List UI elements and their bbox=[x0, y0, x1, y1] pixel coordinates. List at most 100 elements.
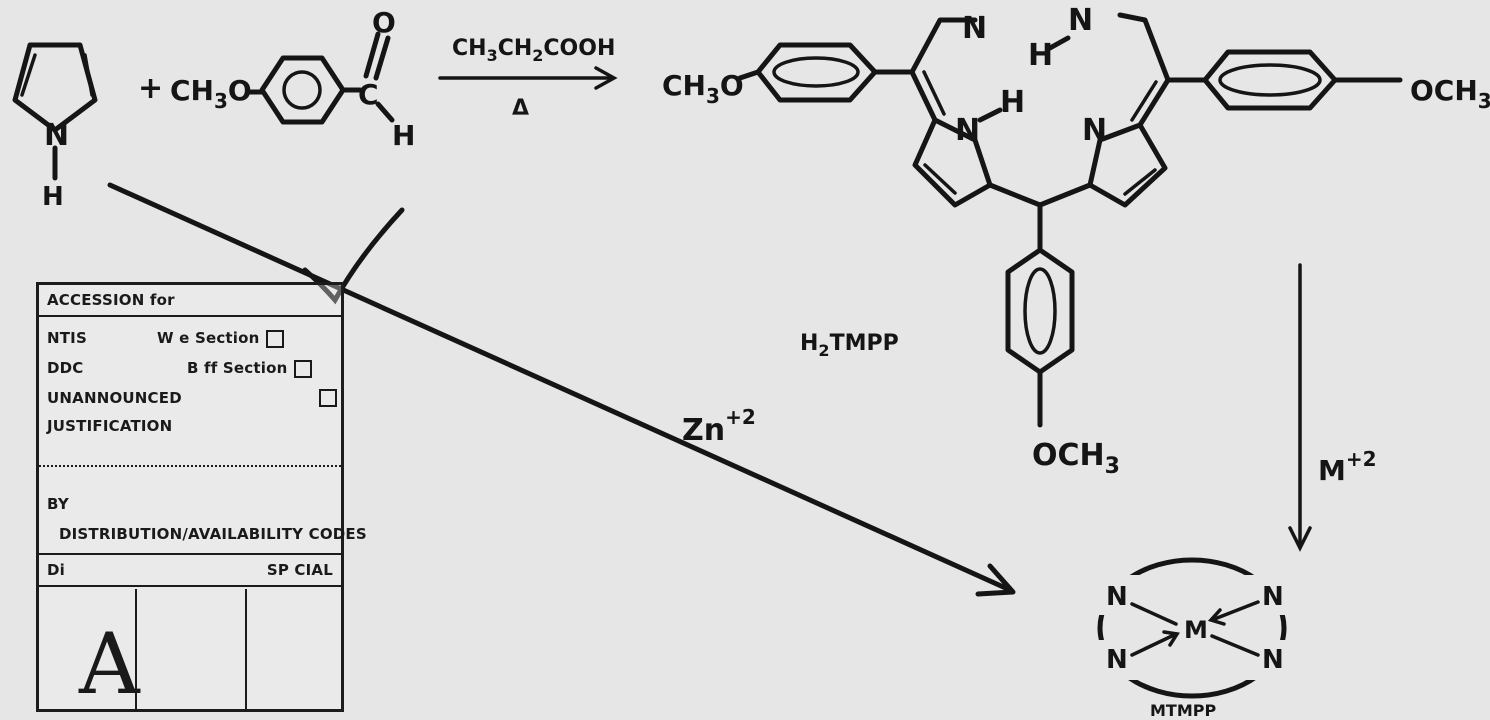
lower-right-pyrrole-ring bbox=[1087, 122, 1168, 208]
stamp-row-by: BY bbox=[47, 495, 69, 513]
stamp-grid-rule bbox=[39, 585, 341, 587]
anisaldehyde-structure: CH3O C O H bbox=[170, 6, 415, 152]
aldehyde-c-label: C bbox=[358, 78, 379, 111]
stamp-ddc-label: DDC bbox=[47, 359, 84, 377]
stamp-row-dist: Di SP CIAL bbox=[47, 561, 333, 579]
zinc-ion-label: Zn+2 bbox=[682, 405, 756, 448]
nh-bond-top bbox=[1047, 35, 1071, 51]
metal-pathway: M+2 bbox=[1288, 263, 1377, 552]
product-gap-n3 bbox=[1095, 640, 1145, 680]
aldehyde-h-bond bbox=[375, 101, 395, 123]
handwritten-check-mark bbox=[302, 207, 405, 305]
porphyrin-n-bottom-right: N bbox=[1082, 113, 1107, 148]
lower-left-pyrrole-ring bbox=[912, 117, 993, 208]
porphyrin-h-top-right: H bbox=[1028, 38, 1053, 73]
heat-condition-label: Δ bbox=[512, 96, 529, 121]
benzene-ring bbox=[259, 55, 346, 125]
bottom-phenyl-circle bbox=[1023, 267, 1057, 355]
stamp-row-unannounced: UNANNOUNCED bbox=[47, 389, 337, 407]
stamp-ntis-section-text: W e Section bbox=[157, 329, 260, 347]
pyrrole-n-label: N bbox=[44, 118, 69, 153]
aldehyde-h-label: H bbox=[392, 119, 415, 152]
product-metal: M bbox=[1184, 616, 1208, 644]
metalloporphyrin-structure: N N N N M MTMPP bbox=[1095, 557, 1294, 720]
reaction-arrow: CH3CH2COOH Δ bbox=[438, 36, 618, 121]
plus-sign: + bbox=[138, 71, 163, 106]
stamp-ddc-section-text: B ff Section bbox=[187, 359, 288, 377]
stamp-row-ntis: NTIS W e Section bbox=[47, 329, 333, 348]
pyrrole-double-bond-left bbox=[20, 53, 37, 97]
right-phenyl-ring bbox=[1202, 49, 1338, 111]
product-n2: N bbox=[1262, 582, 1284, 612]
right-meso-to-lower-pyrrole bbox=[1137, 77, 1171, 128]
porphyrin-n-top-right: N bbox=[1068, 3, 1093, 38]
product-macrocycle-outline bbox=[1097, 557, 1287, 699]
porphyrin-structure: CH3O OCH3 OCH3 bbox=[662, 3, 1490, 479]
stamp-checkbox-unannounced bbox=[319, 389, 337, 407]
porphyrin-bottom-methoxy: OCH3 bbox=[1032, 438, 1120, 479]
stamp-dist-left: Di bbox=[47, 561, 65, 579]
reaction-arrow-head bbox=[594, 66, 618, 90]
stamp-grid-col-1 bbox=[135, 589, 137, 709]
zinc-pathway-arrow-head bbox=[975, 563, 1016, 597]
lower-right-pyrrole-double bbox=[1123, 168, 1157, 196]
carbonyl-bond-a bbox=[363, 31, 381, 79]
top-left-pyrrole-partial bbox=[909, 17, 978, 75]
reagent-label: CH3CH2COOH bbox=[452, 36, 615, 65]
product-coord-n2-m-head bbox=[1207, 608, 1226, 626]
top-right-pyrrole-partial bbox=[1117, 12, 1171, 83]
left-phenyl-circle bbox=[772, 56, 860, 88]
stamp-row-justification: JUSTIFICATION bbox=[47, 417, 173, 435]
metal-ion-label: M+2 bbox=[1318, 447, 1377, 487]
bottom-meso bbox=[987, 182, 1093, 208]
porphyrin-left-methoxy: CH3O bbox=[662, 69, 744, 108]
product-coord-n3-m bbox=[1130, 632, 1178, 657]
porphyrin-n-bottom-left: N bbox=[955, 113, 980, 148]
right-phenyl-circle bbox=[1218, 63, 1322, 97]
porphyrin-right-methoxy: OCH3 bbox=[1410, 74, 1490, 113]
pyrrole-double-bond-right bbox=[83, 53, 94, 97]
left-meso-double bbox=[922, 70, 946, 116]
pyrrole-h-label: H bbox=[42, 182, 64, 212]
stamp-ntis-section: W e Section bbox=[157, 329, 284, 348]
zinc-pathway-arrow-line bbox=[107, 182, 1013, 593]
product-gap-n1 bbox=[1095, 575, 1145, 615]
stamp-distribution-rule bbox=[39, 553, 341, 555]
accession-stamp: ACCESSION for NTIS W e Section DDC B ff … bbox=[36, 282, 367, 713]
pyrrole-ring bbox=[12, 42, 98, 133]
stamp-grid-col-2 bbox=[245, 589, 247, 709]
metal-pathway-arrow-head bbox=[1288, 526, 1312, 552]
product-coord-n3-m-head bbox=[1162, 630, 1180, 647]
product-coord-n2-m bbox=[1210, 600, 1260, 622]
product-name-label: MTMPP bbox=[1150, 701, 1216, 720]
stamp-header: ACCESSION for bbox=[47, 291, 175, 309]
porphyrin-n-top-left: N bbox=[962, 11, 987, 46]
product-n1: N bbox=[1106, 582, 1128, 612]
zinc-pathway: Zn+2 bbox=[107, 182, 1016, 597]
stamp-row-distribution: DISTRIBUTION/AVAILABILITY CODES bbox=[59, 525, 367, 543]
stamp-unannounced-label: UNANNOUNCED bbox=[47, 389, 182, 407]
stamp-header-rule bbox=[39, 315, 341, 317]
aldehyde-o-label: O bbox=[372, 6, 396, 39]
nh-bond-bottom bbox=[977, 107, 1003, 123]
product-n3: N bbox=[1106, 645, 1128, 675]
stamp-dist-right: SP CIAL bbox=[266, 561, 333, 579]
product-n4: N bbox=[1262, 645, 1284, 675]
right-meso-double bbox=[1130, 80, 1158, 122]
carbonyl-bond-b bbox=[373, 35, 391, 81]
stamp-dotted-rule bbox=[39, 465, 341, 467]
stamp-ddc-section: B ff Section bbox=[187, 359, 312, 378]
pyrrole-structure: N H bbox=[12, 42, 98, 212]
left-meso-to-lower-pyrrole bbox=[909, 69, 938, 123]
left-methoxy-bond bbox=[737, 69, 761, 81]
porphyrin-name-label: H2TMPP bbox=[800, 331, 899, 360]
stamp-checkbox-ddc bbox=[293, 359, 312, 378]
porphyrin-h-bottom-left: H bbox=[1000, 85, 1025, 120]
stamp-handwritten-mark: A bbox=[79, 615, 140, 713]
stamp-row-ddc: DDC B ff Section bbox=[47, 359, 333, 378]
stamp-ntis-label: NTIS bbox=[47, 329, 87, 347]
benzene-aromatic-circle bbox=[282, 70, 322, 110]
product-gap-n2 bbox=[1244, 575, 1294, 615]
